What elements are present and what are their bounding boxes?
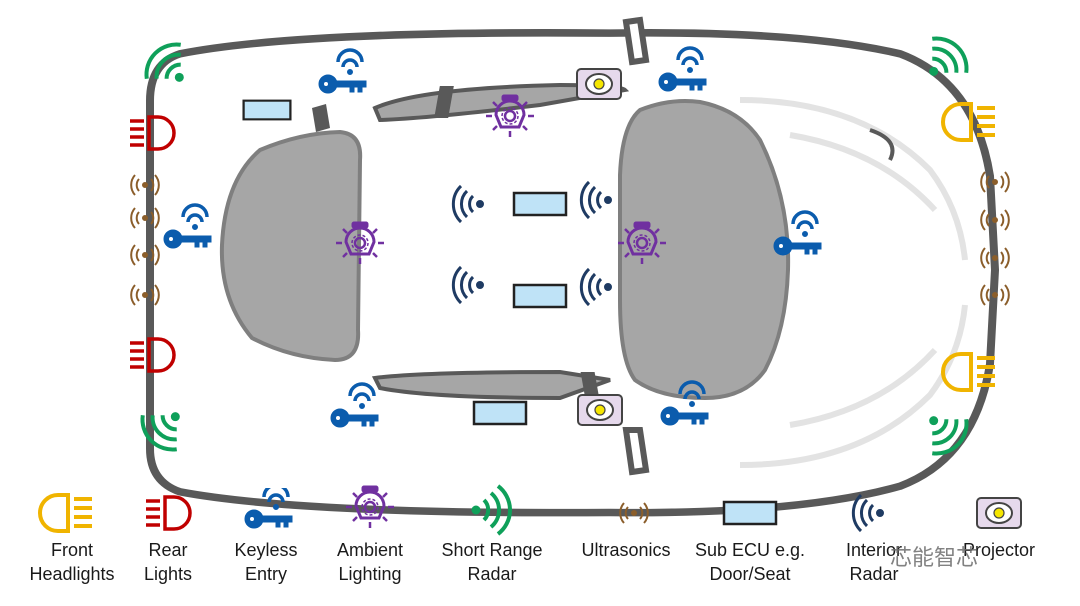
front-seat: [618, 99, 791, 401]
bulb-icon: [344, 484, 396, 530]
ecu-icon: [242, 99, 292, 121]
ultrasonic-icon: [130, 284, 160, 306]
side-window-bottom: [371, 369, 611, 401]
projector-icon: [577, 394, 623, 426]
headlight-icon: [38, 493, 94, 533]
legend-label-line1: Rear: [148, 540, 188, 560]
legend-label-line1: Ambient: [336, 540, 404, 560]
legend-label-line2: Lighting: [338, 564, 402, 584]
legend-label-line1: Ultrasonics: [581, 540, 671, 560]
interior-radar-icon: [451, 265, 485, 305]
interior-radar-icon: [579, 267, 613, 307]
legend-projector: Projector: [944, 488, 1054, 562]
key-wifi-icon: [657, 46, 708, 93]
legend-label-line2: Door/Seat: [709, 564, 791, 584]
steering-curve: [869, 128, 895, 161]
watermark-text: 芯能智芯: [890, 546, 979, 571]
key-wifi-icon: [317, 48, 368, 95]
ecu-icon: [472, 400, 528, 426]
ultrasonic-icon: [980, 171, 1010, 193]
radar-icon: [470, 484, 512, 536]
projector-icon: [576, 68, 622, 100]
short-range-radar-icon: [914, 401, 975, 462]
key-wifi-icon: [329, 382, 380, 429]
interior-radar-icon: [451, 184, 485, 224]
ultrasonic-icon: [130, 207, 160, 229]
windshield-lines: [739, 97, 968, 468]
window-bar-top: [434, 86, 454, 118]
ultrasonic-icon: [130, 174, 160, 196]
legend-label-line1: Projector: [962, 540, 1036, 560]
legend-label-line2: Radar: [849, 564, 899, 584]
interior-radar-icon: [579, 180, 613, 220]
legend-label-line2: Headlights: [29, 564, 115, 584]
short-range-radar-icon: [134, 397, 195, 458]
legend-label-line1: Interior: [845, 540, 903, 560]
legend-label-line1: Short Range: [441, 540, 543, 560]
legend-label-line2: Entry: [244, 564, 287, 584]
rear-seat: [219, 129, 363, 363]
ecu-icon: [512, 191, 568, 217]
ecu-icon: [722, 500, 778, 526]
interior-radar-icon: [851, 493, 885, 533]
car-body: [146, 16, 1000, 517]
legend-label-line2: Lights: [143, 564, 193, 584]
legend-label-line2: Radar: [467, 564, 517, 584]
ultrasonic-icon: [130, 244, 160, 266]
legend-sub-ecu: Sub ECU e.g. Door/Seat: [690, 488, 810, 586]
window-bar-bottom: [580, 372, 600, 398]
projector-icon: [976, 497, 1022, 529]
rear-light-icon: [144, 495, 192, 531]
legend-label-line1: Front: [50, 540, 93, 560]
ecu-icon: [512, 283, 568, 309]
legend-label-line1: Sub ECU e.g.: [694, 540, 806, 560]
ultrasonic-icon: [619, 502, 649, 524]
key-wifi-icon: [243, 488, 294, 530]
key-wifi-icon: [162, 203, 213, 250]
front-headlight-icon: [941, 102, 997, 142]
rear-pillar: [312, 104, 330, 132]
legend-ultrasonics: Ultrasonics: [566, 488, 686, 562]
legend-label-line1: Keyless: [234, 540, 298, 560]
